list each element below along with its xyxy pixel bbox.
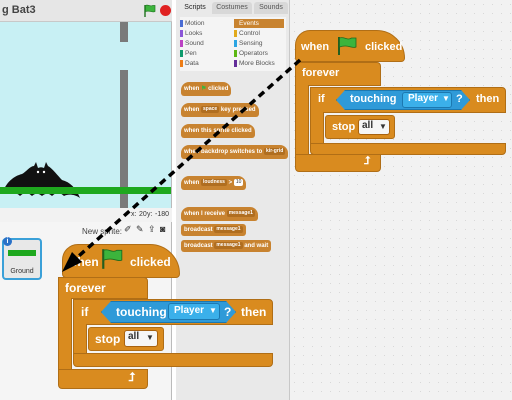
palette-when-backdrop-switches[interactable]: when backdrop switches to kir-grid xyxy=(181,145,289,159)
then-label: then xyxy=(241,305,267,319)
hat-when-label: when xyxy=(68,255,99,269)
green-flag-icon xyxy=(338,37,357,55)
bat-sprite[interactable] xyxy=(0,152,82,208)
forever-block-top[interactable] xyxy=(58,277,148,299)
loudness-value[interactable]: 10 xyxy=(233,178,244,186)
category-pen[interactable]: Pen xyxy=(180,49,232,58)
palette-when-i-receive[interactable]: when I receive message1 xyxy=(181,207,258,221)
stage-header: g Bat3 xyxy=(0,0,172,22)
upload-sprite-icon[interactable]: ⇪ xyxy=(148,224,156,234)
ground-swatch xyxy=(8,250,36,256)
tab-sounds[interactable]: Sounds xyxy=(254,2,288,14)
broadcast-wait-message-dropdown[interactable]: message1 xyxy=(214,241,243,249)
palette-when-loudness[interactable]: when loudness > 10 xyxy=(181,176,247,190)
sensor-dropdown[interactable]: loudness xyxy=(201,178,227,186)
dropdown-caret-icon: ▼ xyxy=(146,333,154,342)
hat-clicked-label: clicked xyxy=(130,255,171,269)
stop-option-dropdown[interactable] xyxy=(358,119,390,135)
palette-when-sprite-clicked[interactable]: when this sprite clicked xyxy=(181,124,255,138)
category-motion[interactable]: Motion xyxy=(180,19,232,28)
pipe-top xyxy=(120,22,128,42)
stage-canvas[interactable] xyxy=(0,22,172,208)
category-sensing[interactable]: Sensing xyxy=(234,39,284,48)
hat-when-label: when xyxy=(301,41,330,53)
project-title: g Bat3 xyxy=(2,4,36,16)
touching-target: Player xyxy=(174,305,205,316)
stop-option-dropdown[interactable] xyxy=(124,330,158,347)
loop-arrow-icon: ⮥ xyxy=(364,155,371,167)
touching-label: touching xyxy=(350,93,397,105)
category-more-blocks[interactable]: More Blocks xyxy=(234,59,284,68)
y-value: -180 xyxy=(155,211,170,218)
if-block-arm xyxy=(73,324,87,354)
touching-target-dropdown[interactable] xyxy=(168,303,220,320)
y-label: y: xyxy=(147,211,153,218)
if-block-bottom xyxy=(310,143,506,155)
info-icon[interactable]: i xyxy=(3,237,12,246)
category-control[interactable]: Control xyxy=(234,29,284,38)
sprite-name: Ground xyxy=(10,268,34,275)
x-value: 20 xyxy=(139,211,147,218)
then-label: then xyxy=(476,93,500,105)
touching-question: ? xyxy=(224,305,232,319)
touching-target-dropdown[interactable] xyxy=(402,92,452,108)
forever-label: forever xyxy=(302,67,340,79)
touching-label: touching xyxy=(116,305,167,319)
broadcast-message-dropdown[interactable]: message1 xyxy=(214,225,243,233)
palette-when-key-pressed[interactable]: when space key pressed xyxy=(181,103,259,117)
backdrop-dropdown[interactable]: kir-grid xyxy=(264,147,286,155)
hat-clicked-label: clicked xyxy=(365,41,403,53)
category-sound[interactable]: Sound xyxy=(180,39,232,48)
paint-new-sprite-icon[interactable]: ✐ xyxy=(124,224,132,234)
forever-block-arm xyxy=(58,298,72,370)
palette-broadcast[interactable]: broadcast message1 xyxy=(181,224,246,236)
camera-icon[interactable]: ◙ xyxy=(160,224,166,234)
palette-when-flag-clicked[interactable]: when ⚑ clicked xyxy=(181,82,232,96)
touching-question: ? xyxy=(456,93,463,105)
key-dropdown[interactable]: space xyxy=(201,105,220,113)
forever-block-top[interactable] xyxy=(295,62,381,86)
stop-button[interactable] xyxy=(160,5,171,16)
ground-strip xyxy=(0,187,171,194)
if-label: if xyxy=(318,93,325,105)
choose-sprite-icon[interactable]: ✎ xyxy=(136,224,144,234)
if-label: if xyxy=(81,305,89,319)
forever-block-arm xyxy=(295,85,309,155)
dropdown-caret-icon: ▼ xyxy=(209,306,217,315)
stop-label: stop xyxy=(332,121,356,133)
category-events[interactable]: Events xyxy=(234,19,284,28)
category-operators[interactable]: Operators xyxy=(234,49,284,58)
green-flag-icon: ⚑ xyxy=(201,86,207,92)
stop-label: stop xyxy=(95,332,121,346)
category-list: Motion Looks Sound Pen Data Events Contr… xyxy=(180,17,286,71)
palette-broadcast-and-wait[interactable]: broadcast message1 and wait xyxy=(181,240,272,252)
stop-option: all xyxy=(362,120,374,131)
stop-option: all xyxy=(128,331,140,342)
message-dropdown[interactable]: message1 xyxy=(226,209,255,217)
tab-costumes[interactable]: Costumes xyxy=(212,2,252,14)
forever-label: forever xyxy=(65,281,106,295)
green-flag-icon xyxy=(102,249,123,269)
green-flag-icon[interactable] xyxy=(143,4,157,18)
stage-footer: x: 20 y: -180 xyxy=(0,208,172,222)
if-block-bottom xyxy=(73,353,273,367)
forever-block-bottom[interactable] xyxy=(58,369,148,389)
category-data[interactable]: Data xyxy=(180,59,232,68)
x-label: x: xyxy=(131,211,137,218)
touching-target: Player xyxy=(408,93,439,104)
dropdown-caret-icon: ▼ xyxy=(442,94,450,103)
loop-arrow-icon: ⮥ xyxy=(128,370,136,384)
new-sprite-label: New sprite: xyxy=(82,227,123,236)
dropdown-caret-icon: ▼ xyxy=(379,122,387,131)
category-looks[interactable]: Looks xyxy=(180,29,232,38)
if-block-arm xyxy=(310,112,324,144)
tab-scripts[interactable]: Scripts xyxy=(180,2,210,14)
